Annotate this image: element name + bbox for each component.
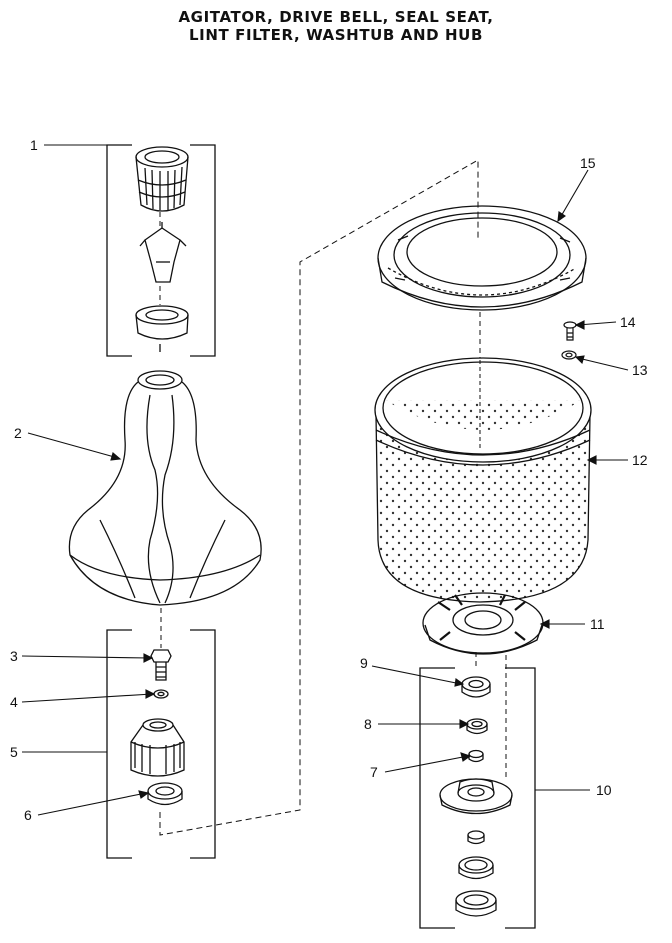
hub-assembly <box>419 667 536 929</box>
seal <box>147 782 183 800</box>
diagram-title-line-2: LINT FILTER, WASHTUB AND HUB <box>189 26 483 44</box>
bracket-1 <box>106 144 132 357</box>
callout-11: 11 <box>590 616 605 632</box>
bracket-5 <box>106 629 132 859</box>
callout-14: 14 <box>620 314 636 330</box>
agitator <box>68 370 262 606</box>
bolt <box>150 649 172 681</box>
callout-6: 6 <box>24 807 32 823</box>
diagram-title-line-1: AGITATOR, DRIVE BELL, SEAL SEAT, <box>178 8 494 26</box>
screw <box>563 321 577 341</box>
balance-ring <box>377 205 587 311</box>
leader-lines <box>21 144 629 816</box>
lint-filter-assembly <box>106 144 216 357</box>
callout-1: 1 <box>30 137 38 153</box>
callout-8: 8 <box>364 716 372 732</box>
washer <box>153 689 169 699</box>
washtub <box>374 357 592 603</box>
seal-seat <box>461 676 491 698</box>
callout-7: 7 <box>370 764 378 780</box>
callout-10: 10 <box>596 782 612 798</box>
callout-9: 9 <box>360 655 368 671</box>
callout-4: 4 <box>10 694 18 710</box>
callout-15: 15 <box>580 155 596 171</box>
drive-bell-assembly <box>106 629 216 859</box>
seal-ring <box>466 718 488 735</box>
callout-13: 13 <box>632 362 648 378</box>
washer <box>561 350 577 360</box>
callout-3: 3 <box>10 648 18 664</box>
callout-2: 2 <box>14 425 22 441</box>
small-seal-ring <box>468 749 484 763</box>
callout-12: 12 <box>632 452 648 468</box>
callout-5: 5 <box>10 744 18 760</box>
assembly-centerline <box>159 159 479 836</box>
bracket-10 <box>419 667 455 929</box>
